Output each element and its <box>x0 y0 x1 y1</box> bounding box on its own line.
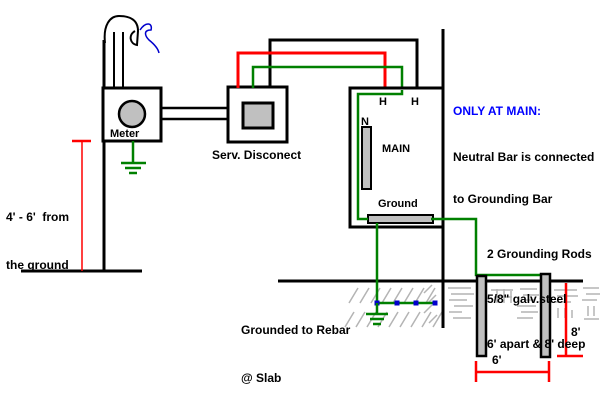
grounding-rod-1 <box>475 274 488 358</box>
ground-wire-to-rods <box>431 217 549 277</box>
neutral-bar <box>361 126 372 190</box>
only-at-main-line1: Neutral Bar is connected <box>453 150 595 164</box>
weatherhead <box>103 14 140 47</box>
meter-height-dimension <box>72 139 91 271</box>
rod-depth-dimension <box>557 283 583 358</box>
rods-note-line2: 5/8" galv.steel <box>487 292 567 306</box>
grounding-rods-note: 2 Grounding Rods 5/8" galv.steel 6' apar… <box>487 217 592 382</box>
rebar-note-line2: @ Slab <box>241 371 282 385</box>
meter-height-note: 4' - 6' from the ground <box>6 177 69 305</box>
ground-bus-label: Ground <box>378 198 418 210</box>
disconnect-switch <box>241 101 275 130</box>
earth-hatching <box>423 284 600 324</box>
main-label: MAIN <box>382 143 411 155</box>
only-at-main-title: ONLY AT MAIN: <box>453 104 542 118</box>
rebar-note-line1: Grounded to Rebar <box>241 323 351 337</box>
meter-dial <box>117 99 147 129</box>
only-at-main-line2: to Grounding Bar <box>453 192 553 206</box>
slab-hatching <box>344 287 443 328</box>
rods-note-line1: 2 Grounding Rods <box>487 247 592 261</box>
meter-height-line2: the ground <box>6 258 69 272</box>
meter-ground-symbol <box>121 141 146 175</box>
rebar-note: Grounded to Rebar @ Slab <box>241 290 350 400</box>
meter-label: Meter <box>110 128 140 140</box>
hot-label-2: H <box>411 96 419 108</box>
grounding-rod-2 <box>539 272 552 359</box>
grounding-bar <box>367 214 434 224</box>
panel-ground-jumper <box>356 90 404 221</box>
hot-label-1: H <box>379 96 387 108</box>
hot-wire-red <box>236 51 387 96</box>
neutral-bus-label: N <box>361 116 369 128</box>
rods-note-line3: 6' apart & 8' deep <box>487 337 586 351</box>
only-at-main-note: ONLY AT MAIN: Neutral Bar is connected t… <box>453 76 594 234</box>
rod-spacing-label: 6' <box>492 353 502 367</box>
rebar-ground-symbol <box>366 303 388 326</box>
meter-height-line1: 4' - 6' from <box>6 210 70 224</box>
rod-depth-label: 8' <box>571 325 581 339</box>
service-disconnect-label: Serv. Disconect <box>212 148 302 162</box>
rod-spacing-dimension <box>474 361 551 382</box>
service-drop-wire <box>139 23 160 54</box>
hot-wire-black <box>268 38 419 96</box>
